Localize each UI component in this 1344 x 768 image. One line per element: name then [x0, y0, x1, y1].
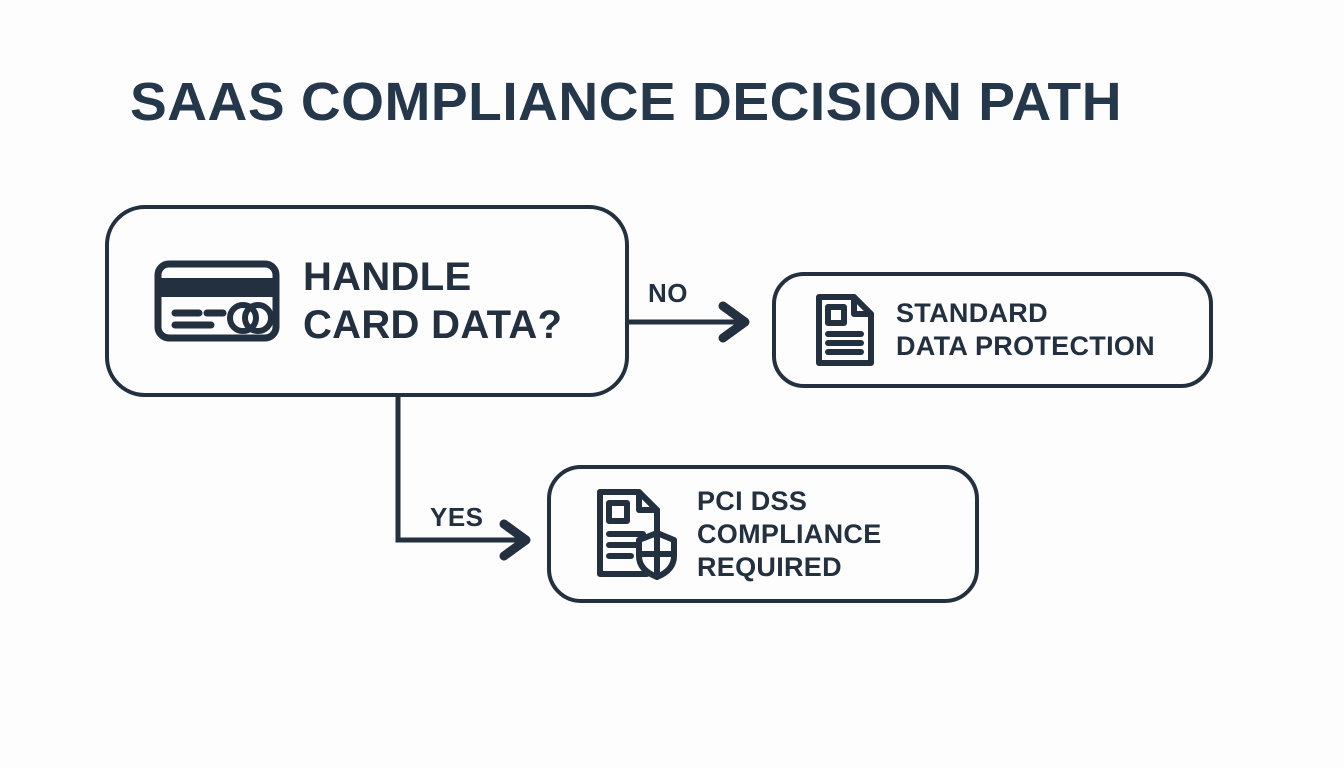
- node-label-line-2: COMPLIANCE: [697, 518, 882, 549]
- node-handle-card-data[interactable]: HANDLE CARD DATA?: [105, 205, 629, 397]
- node-label-line-3: REQUIRED: [697, 551, 842, 582]
- node-label-line-1: HANDLE: [303, 255, 472, 299]
- node-pci-dss-compliance-required[interactable]: PCI DSS COMPLIANCE REQUIRED: [547, 465, 979, 603]
- node-standard-data-protection[interactable]: STANDARD DATA PROTECTION: [772, 272, 1213, 388]
- credit-card-icon: [153, 258, 281, 344]
- node-pci-dss-compliance-required-label: PCI DSS COMPLIANCE REQUIRED: [697, 485, 882, 584]
- edge-label-yes: YES: [430, 502, 484, 532]
- node-handle-card-data-label: HANDLE CARD DATA?: [303, 253, 562, 349]
- edge-yes-arrowhead: [499, 519, 531, 561]
- node-standard-data-protection-label: STANDARD DATA PROTECTION: [896, 297, 1155, 363]
- edge-no-arrowhead: [718, 301, 750, 343]
- node-label-line-1: PCI DSS: [697, 485, 808, 516]
- node-label-line-1: STANDARD: [896, 298, 1048, 328]
- node-label-line-2: CARD DATA?: [303, 303, 563, 347]
- document-shield-icon: [595, 488, 677, 580]
- node-label-line-2: DATA PROTECTION: [896, 331, 1155, 361]
- page-title: SAAS COMPLIANCE DECISION PATH: [130, 72, 1123, 132]
- edge-label-no: NO: [648, 278, 688, 308]
- document-icon: [814, 293, 876, 367]
